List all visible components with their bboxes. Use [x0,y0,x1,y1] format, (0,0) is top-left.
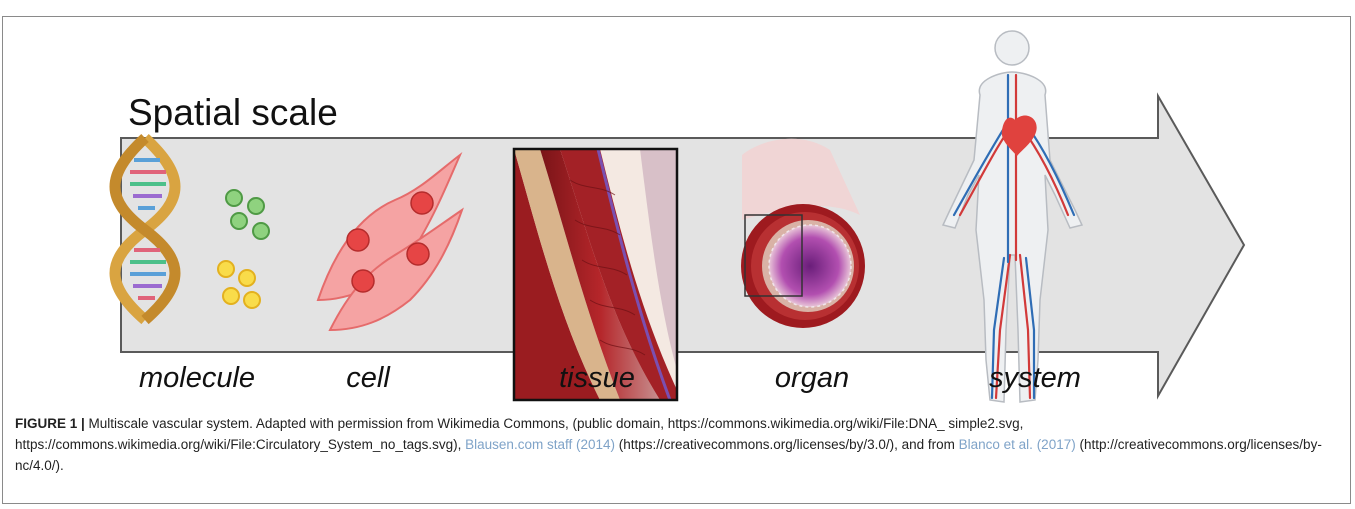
reference-link-blausen[interactable]: Blausen.com staff (2014) [465,437,615,452]
caption-text-2: (https://creativecommons.org/licenses/by… [615,437,959,452]
stage-label-tissue: tissue [559,362,635,395]
figure-caption: FIGURE 1 | Multiscale vascular system. A… [15,413,1340,476]
reference-link-blanco[interactable]: Blanco et al. (2017) [959,437,1076,452]
stage-label-cell: cell [346,362,390,395]
diagram-title: Spatial scale [128,92,338,134]
stage-label-molecule: molecule [139,362,255,395]
scale-arrow [121,96,1244,396]
stage-label-organ: organ [775,362,849,395]
figure-label: FIGURE 1 | [15,416,85,431]
stage-label-system: system [989,362,1081,395]
